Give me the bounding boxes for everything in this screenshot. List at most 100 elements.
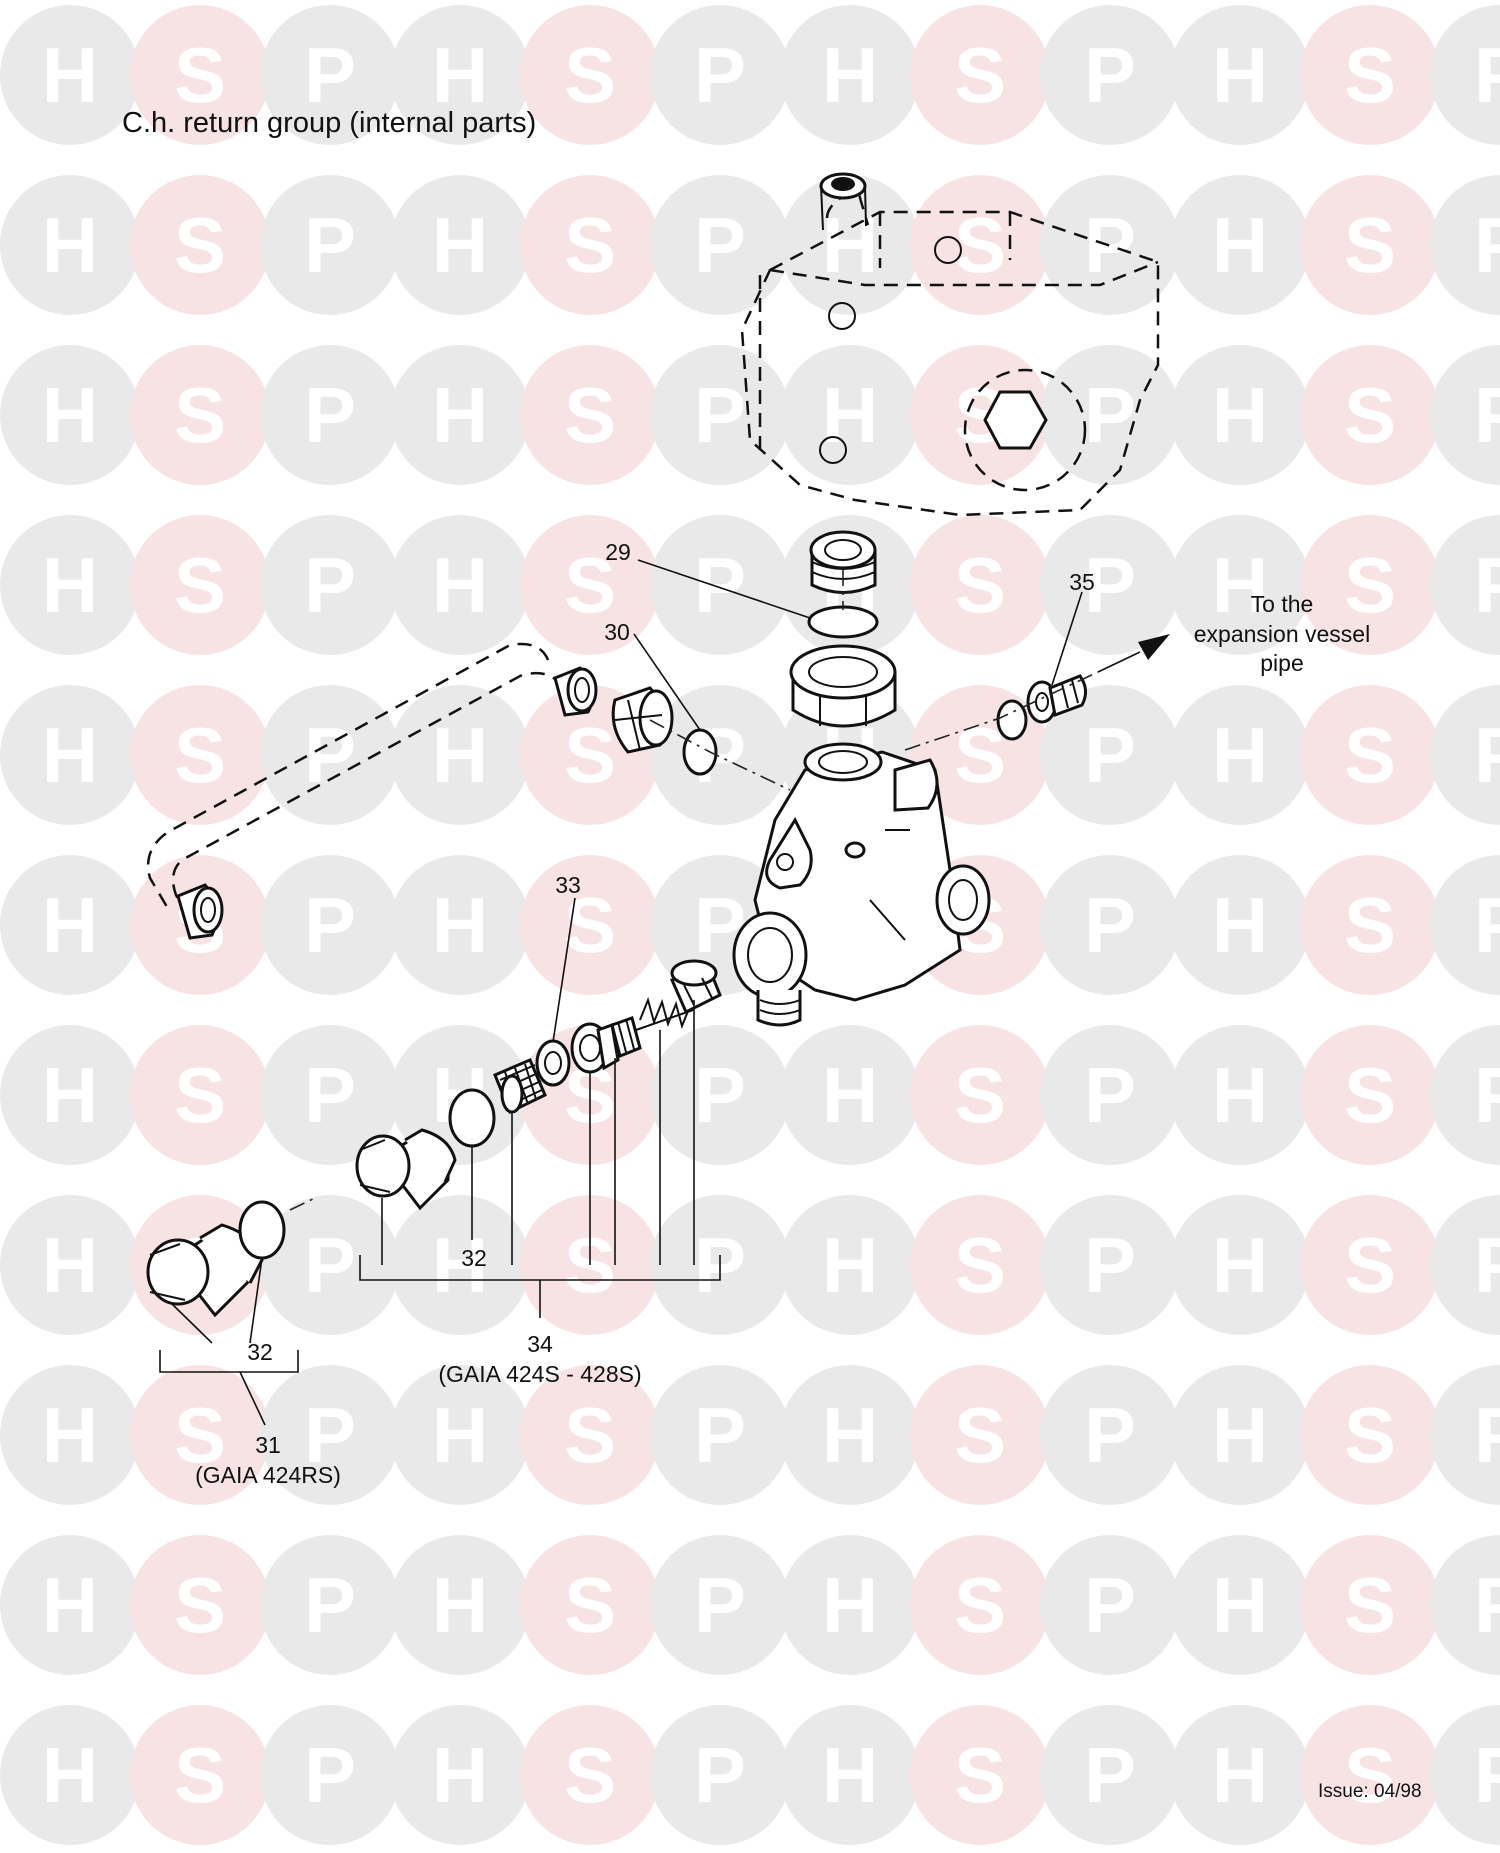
watermark-circle	[1300, 685, 1440, 825]
label-part-34-variant: (GAIA 424S - 428S)	[438, 1361, 641, 1387]
callout-line-3: pipe	[1260, 650, 1303, 676]
watermark-circle	[1430, 1195, 1500, 1335]
watermark-circle	[390, 1195, 530, 1335]
label-part-32: 32	[247, 1339, 273, 1365]
watermark-circle	[0, 1365, 140, 1505]
watermark-circle	[130, 685, 270, 825]
watermark-letter: H	[42, 31, 98, 119]
watermark-circle	[650, 515, 790, 655]
expansion-vessel-arrow	[1097, 634, 1170, 673]
watermark-letter: H	[42, 371, 98, 459]
watermark-letter: H	[432, 711, 488, 799]
watermark-letter: S	[174, 1391, 226, 1479]
part-32-o-ring	[238, 1200, 286, 1260]
diagram-title: C.h. return group (internal parts)	[122, 107, 536, 139]
watermark-letter: S	[1344, 881, 1396, 969]
label-part-31-variant: (GAIA 424RS)	[195, 1462, 341, 1488]
watermark-circle	[260, 685, 400, 825]
watermark-letter: S	[954, 1051, 1006, 1139]
watermark-letter: H	[822, 1391, 878, 1479]
watermark-circle	[520, 5, 660, 145]
watermark-circle	[780, 1365, 920, 1505]
watermark-circle	[130, 1365, 270, 1505]
watermark-letter: H	[1212, 1561, 1268, 1649]
watermark-letter: P	[694, 371, 746, 459]
watermark-circle	[130, 345, 270, 485]
watermark-circle	[390, 685, 530, 825]
watermark-letter: H	[822, 1051, 878, 1139]
watermark-letter: P	[1474, 201, 1500, 289]
watermark-letter: P	[1084, 1221, 1136, 1309]
watermark-circle	[1040, 1365, 1180, 1505]
watermark-circle	[650, 345, 790, 485]
watermark-circle	[260, 855, 400, 995]
watermark-letter: P	[1474, 541, 1500, 629]
watermark-letter: P	[304, 881, 356, 969]
watermark-circle	[130, 5, 270, 145]
part-29-o-ring	[807, 605, 879, 639]
watermark-circle	[780, 175, 920, 315]
watermark-circle	[1430, 685, 1500, 825]
watermark-circle	[910, 515, 1050, 655]
watermark-letter: S	[174, 711, 226, 799]
watermark-circle	[1430, 1535, 1500, 1675]
watermark-circle	[1300, 1705, 1440, 1845]
watermark-letter: S	[1344, 1561, 1396, 1649]
watermark-circle	[1170, 175, 1310, 315]
watermark-circle	[780, 345, 920, 485]
watermark-circle	[780, 1535, 920, 1675]
watermark-circle	[910, 345, 1050, 485]
watermark-circle	[520, 1705, 660, 1845]
watermark-circle	[390, 1705, 530, 1845]
watermark-letter: H	[42, 711, 98, 799]
part-34-cage	[670, 959, 722, 1015]
watermark-letter: P	[1084, 1391, 1136, 1479]
watermark-letter: P	[694, 1731, 746, 1819]
watermark-letter: P	[1084, 201, 1136, 289]
watermark-letter: H	[822, 201, 878, 289]
watermark-letter: H	[1212, 31, 1268, 119]
watermark-circle	[260, 1195, 400, 1335]
watermark-letter: P	[1084, 711, 1136, 799]
watermark-letter: H	[432, 1561, 488, 1649]
watermark-circle	[1040, 1705, 1180, 1845]
watermark-letter: S	[954, 31, 1006, 119]
watermark-letter: S	[564, 1391, 616, 1479]
watermark-circle	[780, 1705, 920, 1845]
watermark-circle	[1430, 175, 1500, 315]
watermark-letter: H	[1212, 1391, 1268, 1479]
watermark-letter: P	[1084, 881, 1136, 969]
watermark-letter: P	[1474, 371, 1500, 459]
watermark-circle	[1300, 345, 1440, 485]
watermark-circle	[1170, 1365, 1310, 1505]
watermark-letter: P	[304, 1051, 356, 1139]
watermark-letter: S	[564, 541, 616, 629]
watermark-letter: S	[564, 1731, 616, 1819]
watermark-letter: H	[432, 1221, 488, 1309]
watermark-circle	[260, 175, 400, 315]
watermark-letter: P	[1474, 1391, 1500, 1479]
watermark-letter: S	[954, 541, 1006, 629]
watermark-letter: S	[1344, 31, 1396, 119]
watermark-letter: H	[432, 1391, 488, 1479]
watermark-circle	[520, 1535, 660, 1675]
part-33-seal	[535, 1039, 571, 1087]
watermark-letter: S	[954, 1221, 1006, 1309]
leader-lines	[159, 559, 1083, 1426]
part-32-o-ring-kit	[448, 1088, 496, 1148]
watermark-circle	[1430, 1705, 1500, 1845]
watermark-circle	[520, 855, 660, 995]
watermark-letter: S	[954, 1561, 1006, 1649]
watermark-circle	[1430, 345, 1500, 485]
watermark-letter: P	[1084, 1051, 1136, 1139]
watermark-letter: S	[174, 1051, 226, 1139]
watermark-letter: H	[42, 1391, 98, 1479]
watermark-letter: P	[304, 1561, 356, 1649]
watermark-letter: S	[564, 371, 616, 459]
watermark-letter: S	[1344, 1221, 1396, 1309]
watermark-circle	[1040, 345, 1180, 485]
watermark-letter: H	[432, 201, 488, 289]
watermark-circle	[1170, 345, 1310, 485]
watermark-letter: P	[1474, 711, 1500, 799]
